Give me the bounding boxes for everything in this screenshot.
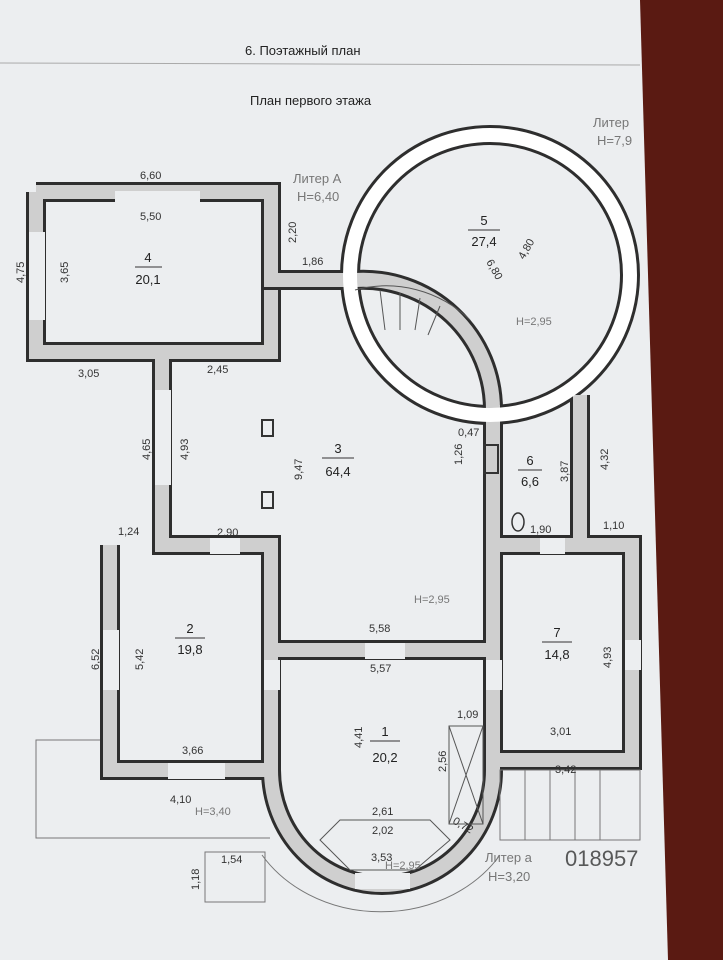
liter-annex-height: Н=3,20 xyxy=(488,869,530,884)
svg-text:27,4: 27,4 xyxy=(471,234,496,249)
dimension: 1,54 xyxy=(221,854,242,866)
svg-text:19,8: 19,8 xyxy=(177,642,202,657)
svg-text:6,6: 6,6 xyxy=(521,474,539,489)
dimension: 4,10 xyxy=(170,794,191,806)
dimension: 2,45 xyxy=(207,364,228,376)
dimension: 0,47 xyxy=(458,427,479,439)
dimension: 6,60 xyxy=(140,170,161,182)
dimension: 2,20 xyxy=(287,222,299,243)
svg-text:5: 5 xyxy=(480,213,487,228)
dimension: 2,90 xyxy=(217,527,238,539)
dimension: 1,24 xyxy=(118,526,139,538)
dimension: 1,90 xyxy=(530,524,551,536)
dimension: 3,66 xyxy=(182,745,203,757)
svg-text:6: 6 xyxy=(526,453,533,468)
column xyxy=(261,491,274,509)
dimension: 4,75 xyxy=(15,262,27,283)
dimension: 1,18 xyxy=(190,869,202,890)
dimension: 1,26 xyxy=(453,444,465,465)
room-labels: 4 20,1 5 27,4 3 64,4 6 6,6 2 19,8 7 14,8 1 20,2 xyxy=(135,213,572,765)
dimension: 6,52 xyxy=(90,649,102,670)
dimension: 4,93 xyxy=(179,439,191,460)
column xyxy=(261,419,274,437)
liter-annex-name: Литер а xyxy=(485,850,533,865)
svg-text:64,4: 64,4 xyxy=(325,464,350,479)
porch xyxy=(35,739,641,913)
svg-text:7: 7 xyxy=(553,625,560,640)
dimension: 5,58 xyxy=(369,623,390,635)
svg-text:14,8: 14,8 xyxy=(544,647,569,662)
dimension: 5,42 xyxy=(134,649,146,670)
dimension: 5,57 xyxy=(370,663,391,675)
bay-window xyxy=(319,819,451,871)
watermark: 018957 xyxy=(565,846,638,871)
staircase xyxy=(354,285,471,336)
toilet xyxy=(511,512,525,532)
svg-text:2: 2 xyxy=(186,621,193,636)
fireplace xyxy=(448,725,484,825)
dimension: 1,86 xyxy=(302,256,323,268)
dimension: 3,05 xyxy=(78,368,99,380)
header-rule xyxy=(0,62,641,66)
dimension: 2,61 xyxy=(372,806,393,818)
height-label: Н=2,95 xyxy=(516,316,552,328)
dimension: 4,41 xyxy=(353,727,365,748)
liter-tower-name: Литер xyxy=(593,115,629,130)
dimension: 3,42 xyxy=(555,764,576,776)
dimension: 4,32 xyxy=(599,449,611,470)
dimension: 3,53 xyxy=(371,852,392,864)
liter-main-height: Н=6,40 xyxy=(297,189,339,204)
dimension: 3,65 xyxy=(59,262,71,283)
dimension: 4,93 xyxy=(602,647,614,668)
height-label: Н=2,95 xyxy=(385,860,421,872)
liter-main-name: Литер А xyxy=(293,171,342,186)
chimney xyxy=(483,444,499,474)
dimension: 4,65 xyxy=(141,439,153,460)
dimension: 5,50 xyxy=(140,211,161,223)
dimension: 1,10 xyxy=(603,520,624,532)
walls xyxy=(26,125,642,895)
height-label: Н=2,95 xyxy=(414,594,450,606)
section-title: 6. Поэтажный план xyxy=(245,43,361,58)
svg-text:1: 1 xyxy=(381,724,388,739)
height-label: Н=3,40 xyxy=(195,806,231,818)
svg-text:20,2: 20,2 xyxy=(372,750,397,765)
svg-text:20,1: 20,1 xyxy=(135,272,160,287)
dimension: 3,01 xyxy=(550,726,571,738)
liter-tower-height: Н=7,9 xyxy=(597,133,632,148)
dimension: 2,56 xyxy=(437,751,449,772)
dimension: 1,09 xyxy=(457,709,478,721)
dimension: 2,02 xyxy=(372,825,393,837)
svg-text:4: 4 xyxy=(144,250,151,265)
plan-title: План первого этажа xyxy=(250,93,372,108)
dimension: 9,47 xyxy=(293,459,305,480)
dimension: 3,87 xyxy=(559,461,571,482)
svg-text:3: 3 xyxy=(334,441,341,456)
